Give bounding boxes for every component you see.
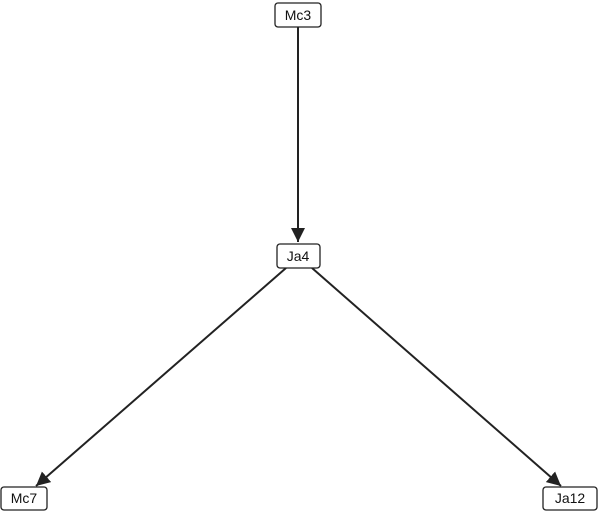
edge-ja4-mc7: [35, 267, 287, 487]
node-ja4-label: Ja4: [287, 248, 310, 264]
node-mc3-box: [274, 2, 322, 28]
edges: [35, 27, 562, 487]
node-mc7-label: Mc7: [11, 490, 38, 506]
node-mc7[interactable]: Mc7: [0, 486, 48, 511]
node-ja12-label: Ja12: [555, 490, 586, 506]
edge-ja4-ja12: [311, 267, 562, 487]
node-ja4[interactable]: Ja4: [276, 243, 321, 269]
node-mc3[interactable]: Mc3: [274, 2, 322, 28]
node-ja12-box: [542, 486, 598, 511]
node-mc7-box: [0, 486, 48, 511]
node-ja4-box: [276, 243, 321, 269]
node-mc3-label: Mc3: [285, 7, 312, 23]
node-ja12[interactable]: Ja12: [542, 486, 598, 511]
